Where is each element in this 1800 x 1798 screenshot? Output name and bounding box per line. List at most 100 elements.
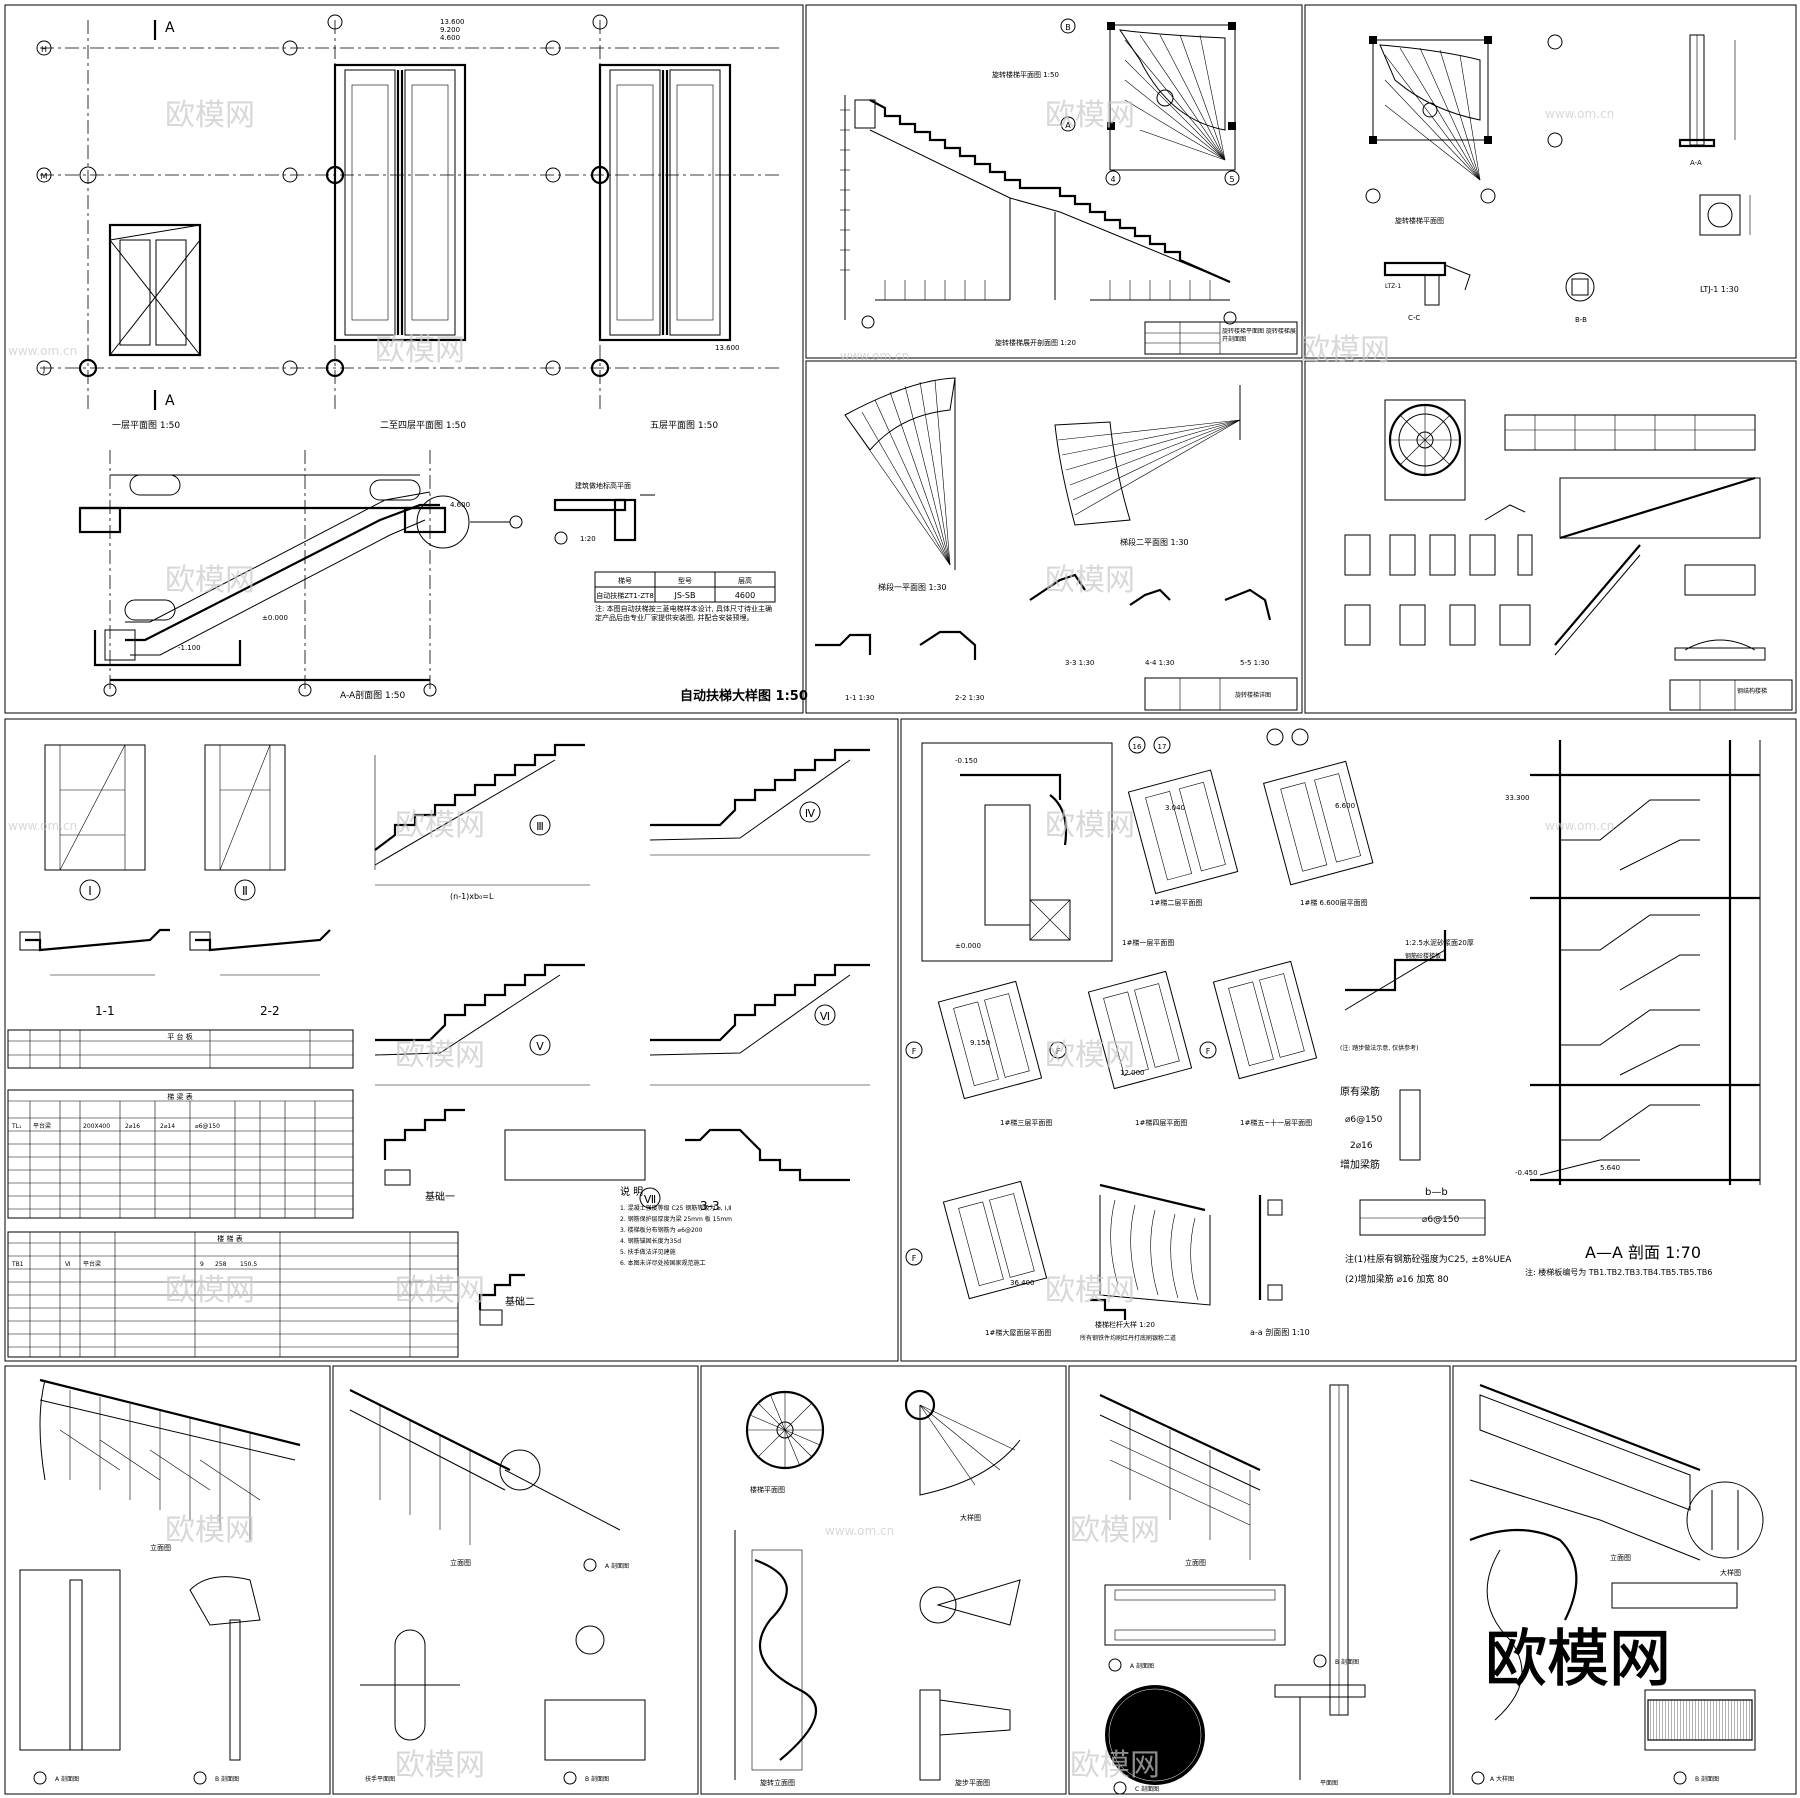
svg-text:平台梁: 平台梁	[83, 1260, 101, 1268]
shaft-stair-panel: -0.150 ±0.000 1#梯一层平面图 16 17 3.040 1#梯二层…	[905, 728, 1761, 1342]
svg-text:增加梁筋: 增加梁筋	[1340, 1158, 1380, 1171]
svg-text:(注: 踏步做法示意, 仅供参考): (注: 踏步做法示意, 仅供参考)	[1340, 1044, 1418, 1052]
svg-text:4.600: 4.600	[440, 34, 460, 42]
svg-text:LTZ-1: LTZ-1	[1385, 283, 1401, 290]
svg-text:C-C: C-C	[1408, 314, 1420, 322]
svg-text:说 明: 说 明	[620, 1185, 643, 1198]
svg-text:欧模网: 欧模网	[1045, 808, 1135, 843]
svg-text:梯 梁 表: 梯 梁 表	[167, 1092, 192, 1101]
svg-text:型号: 型号	[678, 576, 692, 585]
svg-text:Ⅴ: Ⅴ	[536, 1040, 544, 1053]
svg-text:A—A 剖面 1:70: A—A 剖面 1:70	[1585, 1243, 1701, 1262]
svg-text:2⌀16: 2⌀16	[125, 1123, 140, 1130]
svg-text:JS-SB: JS-SB	[674, 591, 696, 600]
svg-text:楼梯平面图: 楼梯平面图	[750, 1485, 785, 1494]
svg-text:注: 楼梯板编号为 TB1.TB2.TB3.TB4.TB5.: 注: 楼梯板编号为 TB1.TB2.TB3.TB4.TB5.TB5.TB6	[1525, 1267, 1712, 1277]
svg-text:33.300: 33.300	[1505, 794, 1530, 802]
svg-text:-0.150: -0.150	[955, 757, 978, 765]
svg-text:b—b: b—b	[1425, 1187, 1448, 1198]
svg-text:旋转立面图: 旋转立面图	[760, 1778, 795, 1787]
svg-text:欧模网: 欧模网	[1045, 1273, 1135, 1308]
svg-text:欧模网: 欧模网	[1045, 563, 1135, 598]
svg-text:Ⅱ: Ⅱ	[242, 884, 248, 898]
svg-text:A: A	[165, 20, 175, 36]
escalator-panel: H M J A A	[36, 14, 808, 704]
escalator-note: 注: 本图自动扶梯按三菱电梯样本设计, 具体尺寸待业主确定产品后由专业厂家提供安…	[595, 605, 773, 622]
svg-text:www.om.cn: www.om.cn	[840, 349, 909, 363]
svg-text:H: H	[41, 45, 47, 54]
svg-text:LTJ-1 1:30: LTJ-1 1:30	[1700, 285, 1739, 294]
spiral-plan-right-title: 旋转楼梯平面图	[1395, 216, 1444, 225]
svg-text:建筑做地标高平面: 建筑做地标高平面	[575, 481, 631, 490]
svg-text:2⌀16: 2⌀16	[1350, 1141, 1373, 1151]
svg-text:J: J	[42, 365, 45, 374]
svg-text:-1.100: -1.100	[178, 644, 201, 652]
svg-text:200X400: 200X400	[83, 1123, 110, 1130]
svg-text:www.om.cn: www.om.cn	[1545, 819, 1614, 833]
beam-table: 梯 梁 表 TL₁ 平台梁 200X400 2⌀16 2⌀14 ⌀6@150	[7, 1089, 354, 1219]
svg-text:欧模网: 欧模网	[375, 333, 465, 368]
svg-text:A: A	[1065, 121, 1071, 130]
svg-text:-0.450: -0.450	[1515, 1169, 1538, 1177]
svg-text:Ⅰ: Ⅰ	[88, 884, 92, 898]
curved-panel: 梯段一平面图 1:30 梯段二平面图 1:30 1-1 1:30 2-2 1:3…	[815, 377, 1298, 711]
escalator-section: 4.600 ±0.000 -1.100	[78, 450, 523, 697]
svg-text:梯号: 梯号	[618, 576, 632, 585]
stair-types-panel: Ⅰ Ⅱ 1-1 2-2 Ⅲ (n-1)xb₀=L Ⅳ	[7, 743, 870, 1358]
svg-text:9.150: 9.150	[970, 1039, 990, 1047]
svg-text:大样图: 大样图	[960, 1513, 981, 1522]
rail-panel-1: 立面图 A 剖面图 B 剖面图	[19, 1378, 301, 1785]
panel-frames	[4, 4, 1797, 1795]
svg-text:梯段二平面图 1:30: 梯段二平面图 1:30	[1120, 537, 1189, 547]
escalator-plan-2: 13.600 9.200 4.600	[333, 18, 467, 342]
svg-text:www.om.cn: www.om.cn	[8, 819, 77, 833]
svg-text:欧模网: 欧模网	[165, 1273, 255, 1308]
svg-text:所有钢铁件均刷红丹打底刷银粉二道: 所有钢铁件均刷红丹打底刷银粉二道	[1080, 1334, 1176, 1342]
svg-text:1-1: 1-1	[95, 1004, 115, 1018]
svg-text:旋转楼梯详图: 旋转楼梯详图	[1235, 691, 1271, 699]
svg-text:B 剖面图: B 剖面图	[1335, 1658, 1359, 1666]
svg-text:TL₁: TL₁	[11, 1123, 22, 1130]
watermarks: 欧模网 欧模网 www.om.cn 欧模网 欧模网 www.om.cn www.…	[8, 98, 1614, 1783]
svg-text:3. 楼梯板分布钢筋为 ⌀6@200: 3. 楼梯板分布钢筋为 ⌀6@200	[620, 1226, 703, 1234]
spiral-titleblock: 旋转楼梯平面图 旋转楼梯展开剖面图	[1222, 328, 1296, 343]
svg-text:平 台 板: 平 台 板	[167, 1032, 192, 1041]
svg-text:2-2 1:30: 2-2 1:30	[955, 694, 984, 702]
svg-text:楼梯栏杆大样 1:20: 楼梯栏杆大样 1:20	[1095, 1320, 1155, 1329]
escalator-plan-1-title: 一层平面图 1:50	[112, 420, 180, 431]
svg-text:Ⅲ: Ⅲ	[536, 820, 544, 833]
svg-text:258: 258	[215, 1261, 227, 1268]
svg-text:扶手平面图: 扶手平面图	[365, 1775, 395, 1783]
escalator-table: 梯号 型号 层高 自动扶梯ZT1-ZT8 JS-SB 4600 注: 本图自动扶…	[594, 571, 776, 622]
svg-text:原有梁筋: 原有梁筋	[1340, 1085, 1380, 1098]
svg-text:9.200: 9.200	[440, 26, 460, 34]
svg-text:2⌀14: 2⌀14	[160, 1123, 175, 1130]
svg-text:A-A: A-A	[1690, 159, 1702, 167]
svg-text:⌀6@150: ⌀6@150	[1345, 1115, 1383, 1125]
svg-text:4.600: 4.600	[450, 501, 470, 509]
escalator-plan-5-title: 五层平面图 1:50	[650, 420, 718, 431]
svg-text:大样图: 大样图	[1720, 1568, 1741, 1577]
svg-text:3-3 1:30: 3-3 1:30	[1065, 659, 1094, 667]
svg-text:17: 17	[1158, 743, 1167, 751]
stair-table: 楼 梯 表 TB1 Ⅵ 平台梁 9 258 150.5	[7, 1231, 459, 1358]
svg-text:钢结构楼梯: 钢结构楼梯	[1737, 687, 1767, 695]
svg-text:6.600: 6.600	[1335, 802, 1355, 810]
svg-text:Ⅳ: Ⅳ	[805, 807, 816, 820]
svg-text:2. 钢筋保护层厚度为梁 25mm 板 15mm: 2. 钢筋保护层厚度为梁 25mm 板 15mm	[620, 1215, 732, 1223]
svg-text:±0.000: ±0.000	[955, 942, 981, 950]
svg-text:5: 5	[1229, 175, 1234, 184]
svg-text:B-B: B-B	[1575, 316, 1587, 324]
svg-text:立面图: 立面图	[1610, 1553, 1631, 1562]
svg-text:13.600: 13.600	[715, 344, 740, 352]
svg-text:基础一: 基础一	[425, 1190, 455, 1203]
svg-text:欧模网: 欧模网	[395, 1748, 485, 1783]
rail-panel-2: 立面图 A 剖面图 扶手平面图 B 剖面图	[349, 1389, 646, 1785]
svg-text:5-5 1:30: 5-5 1:30	[1240, 659, 1269, 667]
svg-text:基础二: 基础二	[505, 1295, 535, 1308]
svg-text:TB1: TB1	[11, 1261, 24, 1268]
svg-text:1#梯四层平面图: 1#梯四层平面图	[1135, 1118, 1187, 1127]
svg-text:欧模网: 欧模网	[1300, 333, 1390, 368]
svg-text:F: F	[912, 1047, 917, 1056]
